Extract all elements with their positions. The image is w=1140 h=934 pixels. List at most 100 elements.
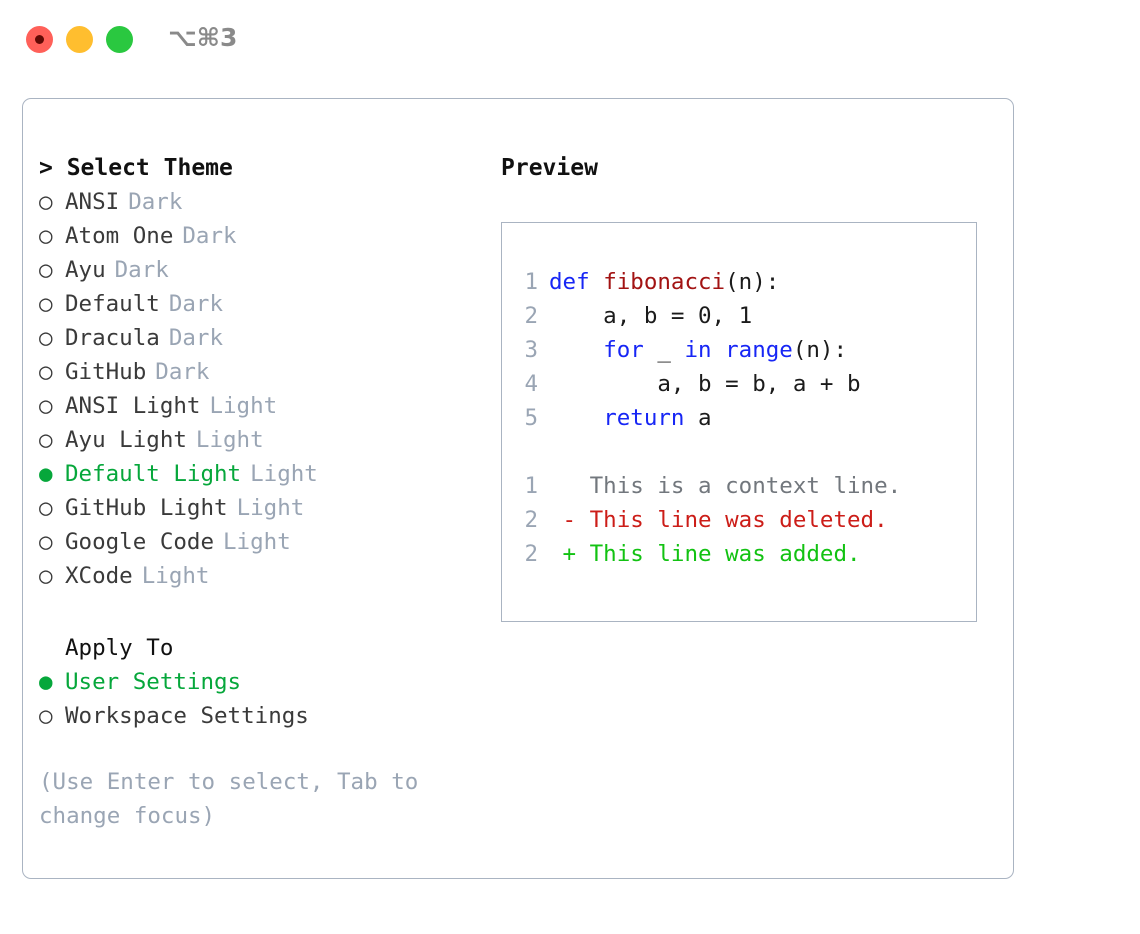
theme-name: Ayu Light — [65, 427, 187, 453]
line-number: 2 — [524, 541, 538, 567]
code-line: 4 a, b = b, a + b — [516, 367, 901, 401]
theme-name: GitHub Light — [65, 495, 228, 521]
theme-name: Default Light — [65, 461, 242, 487]
close-button[interactable] — [26, 26, 53, 53]
theme-list-item[interactable]: ○ GitHub Dark — [39, 355, 479, 389]
code-blank-line — [516, 435, 901, 469]
apply-to-item[interactable]: ● User Settings — [39, 665, 479, 699]
code-token: return — [603, 405, 685, 431]
theme-name: Google Code — [65, 529, 215, 555]
theme-list-item[interactable]: ○ XCode Light — [39, 559, 479, 593]
radio-unselected-icon: ○ — [39, 189, 53, 215]
code-token: a, b = b, a + b — [549, 371, 861, 397]
theme-list-item[interactable]: ○ Atom One Dark — [39, 219, 479, 253]
traffic-light-buttons — [26, 26, 133, 53]
radio-unselected-icon: ○ — [39, 359, 53, 385]
radio-unselected-icon: ○ — [39, 257, 53, 283]
theme-list-item[interactable]: ○ Ayu Light Light — [39, 423, 479, 457]
radio-unselected-icon: ○ — [39, 427, 53, 453]
radio-unselected-icon: ○ — [39, 529, 53, 555]
theme-kind-label: Dark — [182, 223, 237, 249]
apply-to-heading: Apply To — [39, 631, 479, 665]
radio-selected-icon: ● — [39, 669, 53, 695]
theme-name: XCode — [65, 563, 133, 589]
line-number: 2 — [524, 303, 538, 329]
keyboard-shortcut-label: ⌥⌘3 — [168, 23, 238, 52]
radio-unselected-icon: ○ — [39, 325, 53, 351]
spacer — [39, 733, 479, 765]
radio-selected-icon: ● — [39, 461, 53, 487]
theme-name: ANSI — [65, 189, 120, 215]
radio-unselected-icon: ○ — [39, 393, 53, 419]
apply-to-label: Apply To — [65, 635, 174, 661]
radio-unselected-icon: ○ — [39, 495, 53, 521]
spacer — [39, 593, 479, 631]
maximize-button[interactable] — [106, 26, 133, 53]
theme-kind-label: Dark — [155, 359, 210, 385]
theme-kind-label: Light — [250, 461, 318, 487]
code-token: def — [549, 269, 604, 295]
radio-unselected-icon: ○ — [39, 703, 53, 729]
code-token: (n): — [725, 269, 780, 295]
radio-unselected-icon: ○ — [39, 223, 53, 249]
theme-kind-label: Light — [141, 563, 210, 589]
theme-list-item[interactable]: ○ ANSI Light Light — [39, 389, 479, 423]
diff-text: - This line was deleted. — [549, 507, 888, 533]
theme-name: Atom One — [65, 223, 174, 249]
code-line: 2 a, b = 0, 1 — [516, 299, 901, 333]
line-number: 5 — [524, 405, 538, 431]
theme-list-item[interactable]: ○ ANSI Dark — [39, 185, 479, 219]
theme-kind-label: Dark — [168, 291, 224, 317]
apply-to-item[interactable]: ○ Workspace Settings — [39, 699, 479, 733]
line-number: 3 — [524, 337, 538, 363]
preview-title: Preview — [501, 155, 598, 181]
theme-name: GitHub — [65, 359, 147, 385]
code-token: in range — [684, 337, 793, 363]
theme-kind-label: Light — [209, 393, 278, 419]
radio-unselected-icon: ○ — [39, 563, 53, 589]
title-bar: ⌥⌘3 — [0, 0, 1140, 78]
line-number: 2 — [524, 507, 538, 533]
theme-picker-heading: > Select Theme — [39, 155, 233, 181]
code-token: (n): — [792, 337, 848, 363]
theme-list-item[interactable]: ○ Ayu Dark — [39, 253, 479, 287]
diff-text: + This line was added. — [549, 541, 861, 567]
theme-name: ANSI Light — [65, 393, 201, 419]
line-number: 1 — [524, 269, 538, 295]
theme-list-item[interactable]: ○ Google Code Light — [39, 525, 479, 559]
theme-list-item[interactable]: ● Default Light Light — [39, 457, 479, 491]
diff-line: 2 + This line was added. — [516, 537, 901, 571]
apply-to-name: Workspace Settings — [65, 703, 309, 729]
diff-line: 2 - This line was deleted. — [516, 503, 901, 537]
theme-kind-label: Light — [223, 529, 291, 555]
theme-name: Ayu — [65, 257, 106, 283]
code-token: fibonacci — [603, 269, 726, 295]
diff-line: 1 This is a context line. — [516, 469, 901, 503]
theme-list-item[interactable]: ○ Dracula Dark — [39, 321, 479, 355]
minimize-button[interactable] — [66, 26, 93, 53]
theme-kind-label: Dark — [128, 189, 183, 215]
close-icon — [35, 35, 44, 44]
code-token: a, b = 0, 1 — [549, 303, 753, 329]
theme-name: Dracula — [65, 325, 160, 351]
keyboard-hint-text: (Use Enter to select, Tab to change focu… — [39, 769, 419, 829]
apply-to-list: ● User Settings ○ Workspace Settings — [39, 665, 479, 733]
code-token — [549, 337, 603, 363]
code-token: a — [684, 405, 712, 431]
theme-kind-label: Dark — [114, 257, 169, 283]
theme-kind-label: Dark — [168, 325, 224, 351]
line-number: 1 — [524, 473, 538, 499]
theme-list-item[interactable]: ○ GitHub Light Light — [39, 491, 479, 525]
code-line: 1 def fibonacci(n): — [516, 265, 901, 299]
apply-to-name: User Settings — [65, 669, 242, 695]
theme-kind-label: Light — [195, 427, 264, 453]
theme-kind-label: Light — [236, 495, 305, 521]
